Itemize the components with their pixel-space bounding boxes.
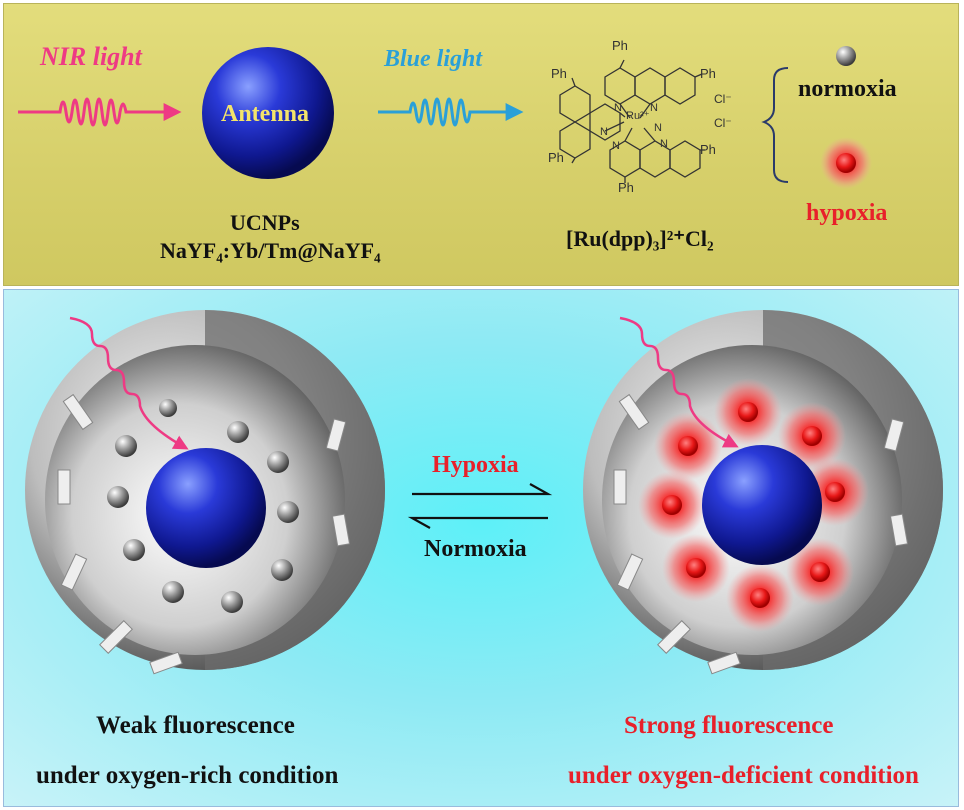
nir-light-label: NIR light bbox=[40, 42, 142, 71]
normoxia-sphere bbox=[836, 46, 856, 66]
blue-wave-arrow bbox=[378, 97, 524, 127]
left-caption-1: Weak fluorescence bbox=[96, 712, 295, 739]
mol-ph-3: Ph bbox=[551, 66, 567, 81]
antenna-sphere bbox=[202, 47, 334, 179]
state-bracket bbox=[761, 67, 789, 183]
right-nanostructure bbox=[583, 310, 943, 675]
complex-formula: [Ru(dpp)₃]²⁺Cl₂ bbox=[566, 226, 714, 251]
mol-ph-1: Ph bbox=[612, 38, 628, 53]
top-panel bbox=[3, 3, 959, 286]
mol-cl-2: Cl⁻ bbox=[714, 116, 732, 130]
hypoxia-sphere bbox=[836, 153, 856, 173]
mol-ph-2: Ph bbox=[700, 66, 716, 81]
hypoxia-label: hypoxia bbox=[806, 200, 888, 226]
normoxia-label: normoxia bbox=[798, 76, 897, 102]
mol-ph-4: Ph bbox=[548, 150, 564, 165]
mol-n-6: N bbox=[660, 138, 668, 150]
ucnp-formula: NaYF₄:Yb/Tm@NaYF₄ bbox=[160, 238, 381, 263]
left-nanostructure bbox=[25, 310, 385, 675]
ucnp-title: UCNPs bbox=[230, 210, 300, 235]
mol-n-3: N bbox=[600, 126, 608, 138]
mol-cl-1: Cl⁻ bbox=[714, 92, 732, 106]
left-caption-2: under oxygen-rich condition bbox=[36, 762, 339, 789]
nir-wave-arrow bbox=[18, 97, 182, 127]
antenna-label: Antenna bbox=[221, 101, 310, 127]
hypoxia-arrow-label: Hypoxia bbox=[432, 452, 519, 478]
mol-ru-label: Ru²⁺ bbox=[626, 110, 650, 122]
equilibrium-arrows bbox=[407, 483, 553, 529]
right-caption-1: Strong fluorescence bbox=[624, 712, 834, 739]
mol-n-1: N bbox=[614, 102, 622, 114]
blue-light-label: Blue light bbox=[384, 46, 483, 72]
normoxia-arrow-label: Normoxia bbox=[424, 536, 527, 562]
mol-n-5: N bbox=[654, 122, 662, 134]
mol-ph-5: Ph bbox=[700, 142, 716, 157]
right-caption-2: under oxygen-deficient condition bbox=[568, 762, 919, 789]
mol-n-2: N bbox=[650, 102, 658, 114]
ru-complex-structure bbox=[559, 59, 705, 183]
mol-ph-6: Ph bbox=[618, 180, 634, 195]
mol-n-4: N bbox=[612, 140, 620, 152]
red-fluorescent-dots bbox=[638, 378, 869, 632]
